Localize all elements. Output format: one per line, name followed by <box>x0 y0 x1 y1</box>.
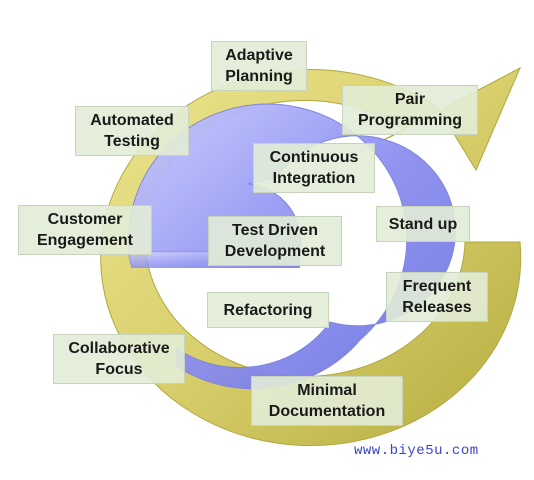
label-adaptive-planning: Adaptive Planning <box>211 41 307 91</box>
collaborative-focus-text: Collaborative Focus <box>68 340 170 378</box>
watermark-text: www.biye5u.com <box>354 443 479 459</box>
customer-engagement-text: Customer Engagement <box>36 211 133 249</box>
label-continuous-integration: Continuous Integration <box>253 143 375 193</box>
label-automated-testing: Automated Testing <box>75 106 189 156</box>
label-refactoring: Refactoring <box>207 292 329 328</box>
pair-programming-text: Pair Programming <box>357 91 462 129</box>
minimal-documentation-text: Minimal Documentation <box>268 382 386 420</box>
label-frequent-releases: Frequent Releases <box>386 272 488 322</box>
label-stand-up: Stand up <box>376 206 470 242</box>
label-test-driven-development: Test Driven Development <box>208 216 342 266</box>
label-customer-engagement: Customer Engagement <box>18 205 152 255</box>
label-pair-programming: Pair Programming <box>342 85 478 135</box>
label-minimal-documentation: Minimal Documentation <box>251 376 403 426</box>
adaptive-planning-text: Adaptive Planning <box>225 47 293 85</box>
refactoring-text: Refactoring <box>223 301 313 319</box>
automated-testing-text: Automated Testing <box>90 112 174 150</box>
continuous-integration-text: Continuous Integration <box>269 149 359 187</box>
frequent-releases-text: Frequent Releases <box>402 278 472 316</box>
label-collaborative-focus: Collaborative Focus <box>53 334 185 384</box>
stand-up-text: Stand up <box>388 215 458 233</box>
test-driven-development-text: Test Driven Development <box>224 222 326 260</box>
